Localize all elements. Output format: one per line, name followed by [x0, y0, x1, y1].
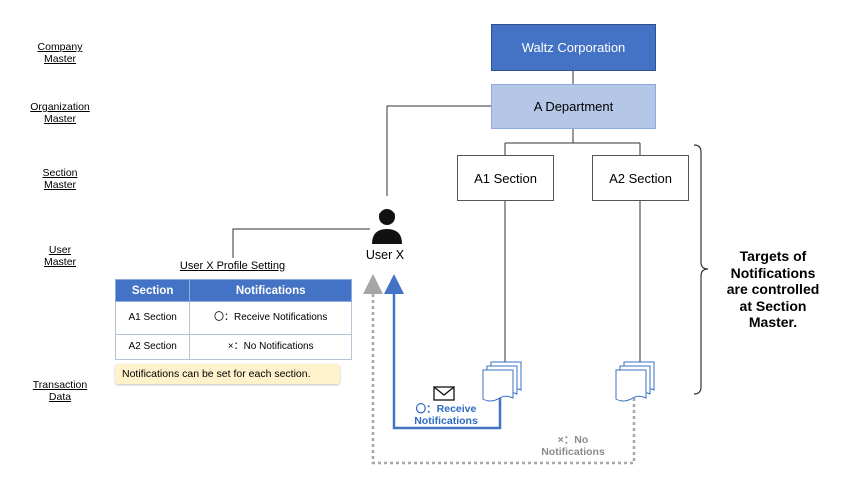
- department-box: A Department: [491, 84, 656, 129]
- person-icon: [372, 209, 402, 244]
- level-transaction-data: Transaction Data: [32, 379, 88, 403]
- table-row: A1 Section 〇：Receive Notifications: [114, 301, 352, 335]
- section-a1-box: A1 Section: [457, 155, 554, 201]
- level-company-master: Company Master: [37, 41, 83, 65]
- documents-icon: [615, 361, 655, 402]
- no-notifications-label: ×：No Notifications: [541, 434, 605, 458]
- company-box: Waltz Corporation: [491, 24, 656, 71]
- receive-notifications-label: 〇：Receive Notifications: [414, 403, 478, 427]
- level-user-master: User Master: [43, 244, 77, 268]
- targets-explanation: Targets of Notifications are controlled …: [726, 248, 820, 330]
- user-x-label: User X: [365, 248, 405, 262]
- note-callout: Notifications can be set for each sectio…: [115, 364, 340, 384]
- cell-section: A1 Section: [114, 301, 191, 335]
- column-header-notifications: Notifications: [189, 279, 352, 302]
- column-header-section: Section: [114, 279, 191, 302]
- section-a2-box: A2 Section: [592, 155, 689, 201]
- level-organization-master: Organization Master: [30, 101, 90, 125]
- documents-icon: [482, 361, 522, 402]
- table-row: A2 Section ×：No Notifications: [114, 334, 352, 360]
- level-section-master: Section Master: [42, 167, 78, 191]
- cell-section: A2 Section: [114, 334, 191, 360]
- profile-setting-title: User X Profile Setting: [179, 260, 286, 272]
- cell-notifications: 〇：Receive Notifications: [189, 301, 352, 335]
- envelope-icon: [433, 386, 455, 401]
- profile-setting-table: Section Notifications A1 Section 〇：Recei…: [114, 279, 352, 360]
- cell-notifications: ×：No Notifications: [189, 334, 352, 360]
